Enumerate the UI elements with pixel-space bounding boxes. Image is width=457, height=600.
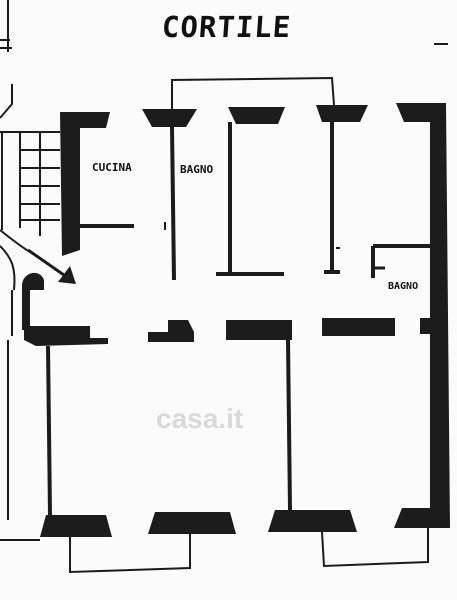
wall-mid-left [24,326,108,346]
bathroom-label-2: BAGNO [388,281,419,292]
pier-top-1 [142,109,197,127]
pier-bottom-2 [148,512,236,534]
wall-mid-right [420,318,434,334]
pier-bottom-4 [394,508,450,528]
wall-blob-left [22,272,44,330]
courtyard-label: CORTILE [160,10,293,44]
wall-mid-4 [322,318,395,336]
wall-mid-2 [148,320,194,342]
wall-right-exterior [396,103,450,528]
pier-bottom-1 [40,515,112,537]
pier-bottom-3 [268,510,357,532]
wall-kitchen-left [60,112,110,256]
watermark-logo: casa.it [156,403,244,434]
pier-top-3 [316,105,368,122]
pier-top-2 [228,107,285,124]
wall-mid-3 [226,320,292,340]
bathroom-label-1: BAGNO [180,163,214,176]
kitchen-label: CUCINA [92,161,132,174]
